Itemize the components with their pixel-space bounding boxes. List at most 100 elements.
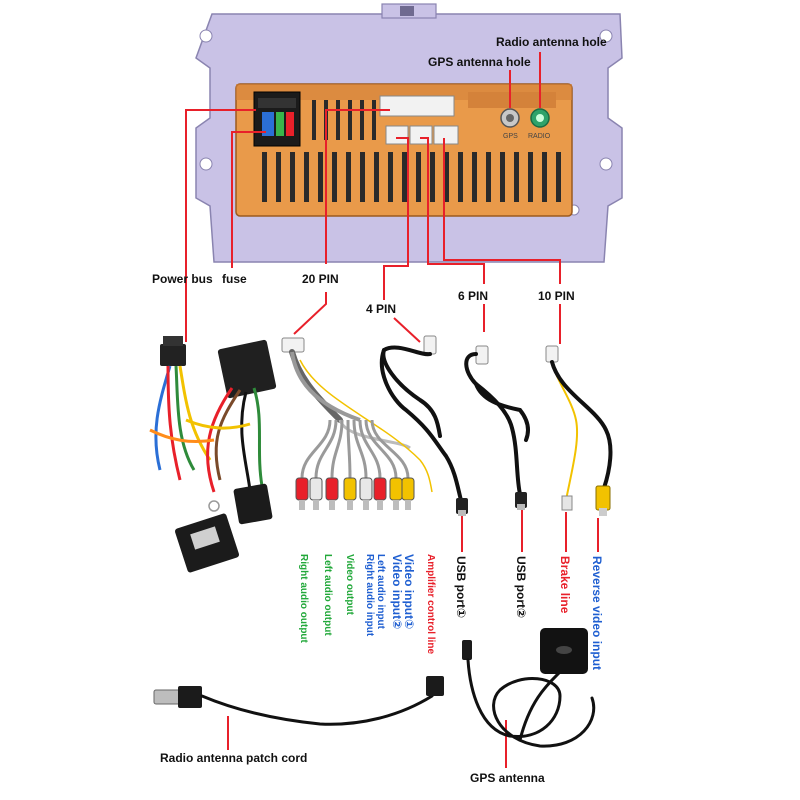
label-radio-antenna-hole: Radio antenna hole bbox=[496, 35, 607, 49]
vent-slot bbox=[472, 152, 477, 202]
label-brake-line: Brake line bbox=[558, 556, 572, 614]
label-radio-antenna-patch-cord: Radio antenna patch cord bbox=[160, 751, 307, 765]
label-gps-antenna: GPS antenna bbox=[470, 771, 545, 785]
rca-fan-wires bbox=[300, 419, 410, 479]
screw-hole bbox=[599, 157, 613, 171]
label-4pin: 4 PIN bbox=[366, 302, 396, 316]
rca-wire bbox=[300, 419, 332, 479]
vent-slot bbox=[304, 152, 309, 202]
vent-slot bbox=[528, 152, 533, 202]
vent-slot bbox=[542, 152, 547, 202]
harness-plug-bottom bbox=[233, 483, 273, 525]
vent-slot bbox=[360, 152, 365, 202]
rca-plug-tip bbox=[377, 500, 383, 510]
rca-plug bbox=[325, 477, 339, 501]
socket-10pin bbox=[433, 125, 459, 145]
label-video-input-2: Video input② bbox=[390, 554, 404, 629]
vent-slot bbox=[262, 152, 267, 202]
usb-cable-2 bbox=[464, 345, 530, 510]
radio-antenna-cord bbox=[153, 676, 444, 726]
vent-slot bbox=[430, 152, 435, 202]
label-fuse: fuse bbox=[222, 272, 247, 286]
vent-slot bbox=[374, 152, 379, 202]
harness-plug-top bbox=[160, 344, 186, 366]
label-right-audio-input: Right audio input bbox=[364, 554, 375, 637]
vent-slot bbox=[312, 100, 316, 140]
socket-4pin bbox=[385, 125, 409, 145]
socket-6pin bbox=[409, 125, 433, 145]
rca-labels: Right audio output Left audio output Vid… bbox=[298, 554, 436, 654]
label-gps-antenna-hole: GPS antenna hole bbox=[428, 55, 531, 69]
rca-harness bbox=[281, 337, 433, 510]
reverse-rca-plug bbox=[595, 485, 611, 511]
leader-6pin bbox=[420, 137, 485, 332]
vent-slot bbox=[402, 152, 407, 202]
rca-plug-tip bbox=[313, 500, 319, 510]
rca-wire bbox=[364, 419, 398, 479]
vent-slot bbox=[514, 152, 519, 202]
label-left-audio-input: Left audio input bbox=[375, 554, 386, 630]
label-right-audio-output: Right audio output bbox=[298, 554, 309, 644]
screw-hole bbox=[199, 157, 213, 171]
rca-plug bbox=[389, 477, 403, 501]
fakra-gps-plug bbox=[462, 640, 472, 660]
gps-antenna-assembly bbox=[462, 628, 596, 748]
rca-wire bbox=[358, 419, 382, 479]
vent-slot bbox=[500, 152, 505, 202]
label-amplifier-control-line: Amplifier control line bbox=[425, 554, 436, 654]
rca-wire bbox=[314, 419, 338, 479]
vent-slot bbox=[556, 152, 561, 202]
label-10pin: 10 PIN bbox=[538, 289, 575, 303]
rca-plug-tip bbox=[329, 500, 335, 510]
harness-iso-plug bbox=[217, 339, 277, 399]
vent-slot bbox=[486, 152, 491, 202]
vent-slot bbox=[346, 152, 351, 202]
rca-plug-tip bbox=[299, 500, 305, 510]
rca-wire bbox=[370, 419, 410, 479]
rca-plug-tip bbox=[363, 500, 369, 510]
leader-20pin bbox=[293, 109, 390, 335]
vent-slot bbox=[444, 152, 449, 202]
rca-wire bbox=[346, 419, 352, 479]
leader-lines bbox=[185, 52, 599, 768]
port-label-radio: RADIO bbox=[528, 133, 551, 140]
leader-10pin bbox=[443, 138, 561, 344]
label-video-input-1: Video input① bbox=[402, 554, 416, 629]
label-usb-port-1: USB port① bbox=[454, 556, 468, 618]
vent-slot bbox=[458, 152, 463, 202]
vent-slot bbox=[388, 152, 393, 202]
vent-slot bbox=[290, 152, 295, 202]
rca-wire bbox=[330, 419, 344, 479]
vent-slot bbox=[276, 152, 281, 202]
screw-hole bbox=[599, 29, 613, 43]
rca-plug-tip bbox=[405, 500, 411, 510]
rca-plugs bbox=[295, 477, 415, 510]
usb-cable-1 bbox=[379, 335, 468, 516]
rca-plug bbox=[401, 477, 415, 501]
vent-slot bbox=[360, 100, 364, 140]
leader-power-bus bbox=[185, 109, 256, 342]
rca-plug-tip bbox=[347, 500, 353, 510]
rca-plug bbox=[359, 477, 373, 501]
vent-slot bbox=[332, 152, 337, 202]
vent-slot bbox=[416, 152, 421, 202]
label-20pin: 20 PIN bbox=[302, 272, 339, 286]
socket-20pin bbox=[379, 95, 455, 117]
leader-fuse bbox=[231, 131, 266, 268]
vent-slot bbox=[336, 100, 340, 140]
label-left-audio-output: Left audio output bbox=[322, 554, 333, 636]
rca-plug-tip bbox=[393, 500, 399, 510]
label-usb-port-2: USB port② bbox=[514, 556, 528, 618]
label-reverse-video-input: Reverse video input bbox=[590, 556, 604, 670]
power-harness bbox=[149, 336, 277, 573]
vent-slot bbox=[348, 100, 352, 140]
brake-terminal bbox=[561, 495, 573, 511]
vent-slot bbox=[372, 100, 376, 140]
vent-slot bbox=[318, 152, 323, 202]
rca-plug bbox=[343, 477, 357, 501]
label-power-bus: Power bus bbox=[152, 272, 213, 286]
fakra-radio-plug bbox=[426, 676, 444, 696]
reverse-cable bbox=[545, 345, 613, 516]
label-6pin: 6 PIN bbox=[458, 289, 488, 303]
